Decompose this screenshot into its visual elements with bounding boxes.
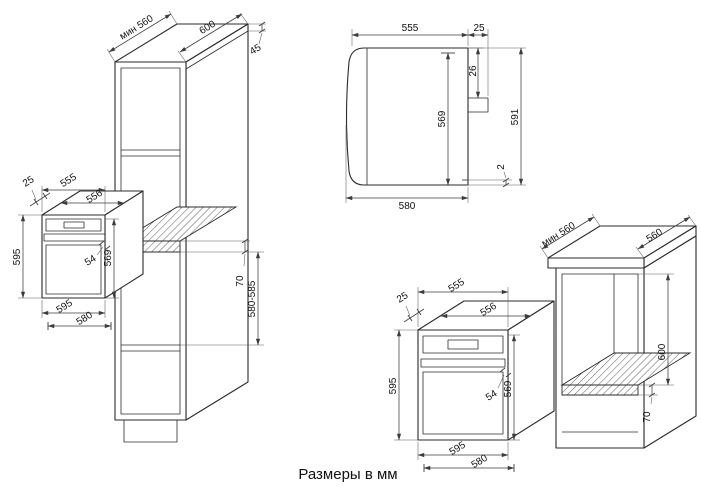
dim-label-height-left: 595 bbox=[388, 377, 399, 394]
dim-label-height-body: 569 bbox=[103, 249, 114, 266]
dim-label-back-gap: 45 bbox=[248, 42, 264, 57]
dim-label-shelf: 70 bbox=[235, 275, 246, 287]
oven-handle bbox=[420, 358, 506, 368]
dim-label-front-offset: 25 bbox=[395, 290, 411, 305]
dim-label-depth-bottom: 580 bbox=[75, 310, 95, 328]
dim-label-height-total: 591 bbox=[510, 108, 521, 125]
worktop-front-edge bbox=[547, 257, 645, 269]
dim-label-bottom-gap: 2 bbox=[496, 164, 507, 170]
tall-cabinet bbox=[114, 23, 249, 443]
counter-cabinet bbox=[547, 225, 697, 449]
oven-front-face bbox=[417, 329, 509, 441]
dim-label-min-depth: мин 560 bbox=[118, 13, 156, 42]
oven-front-face bbox=[41, 214, 106, 299]
dim-label-depth-total: 580 bbox=[399, 201, 416, 212]
dim-label-niche-height: 580-585 bbox=[247, 280, 258, 317]
tall-oven bbox=[41, 190, 144, 299]
oven-display bbox=[63, 221, 85, 229]
oven-side-outline bbox=[345, 47, 469, 186]
dim-label-height-body: 569 bbox=[503, 380, 514, 397]
cabinet-plinth bbox=[123, 419, 178, 443]
dim-label-top-offset: 26 bbox=[468, 65, 479, 77]
cabinet-front-frame bbox=[555, 267, 645, 449]
dim-label-front-offset: 25 bbox=[21, 174, 37, 189]
under-counter-view: мин 560 560 25 555 556 595 bbox=[388, 213, 697, 472]
under-oven bbox=[417, 300, 555, 441]
shelf-front-hatch bbox=[561, 384, 639, 396]
dim-label-height-left: 595 bbox=[12, 248, 23, 265]
dim-label-niche-height: 600 bbox=[657, 343, 668, 360]
oven-control-panel bbox=[45, 218, 102, 232]
dim-label-height-body: 569 bbox=[437, 110, 448, 127]
caption-units: Размеры в мм bbox=[298, 466, 397, 483]
mounting-tab bbox=[468, 97, 489, 113]
side-body bbox=[345, 47, 489, 186]
dim-label-depth-top: 555 bbox=[402, 23, 419, 34]
side-view: 555 25 26 569 591 2 bbox=[345, 23, 526, 212]
dim-label-door-depth: 25 bbox=[473, 23, 485, 34]
oven-door bbox=[45, 244, 102, 295]
oven-handle bbox=[43, 233, 106, 242]
dim-label-shelf: 70 bbox=[642, 411, 653, 423]
oven-door bbox=[422, 371, 504, 435]
oven-display bbox=[447, 339, 479, 350]
side-dimensions: 555 25 26 569 591 2 bbox=[345, 23, 526, 212]
oven-control-panel bbox=[422, 335, 504, 354]
dim-label-width-top: 555 bbox=[59, 172, 79, 190]
tall-cabinet-view: мин 560 600 45 25 555 bbox=[12, 10, 266, 443]
